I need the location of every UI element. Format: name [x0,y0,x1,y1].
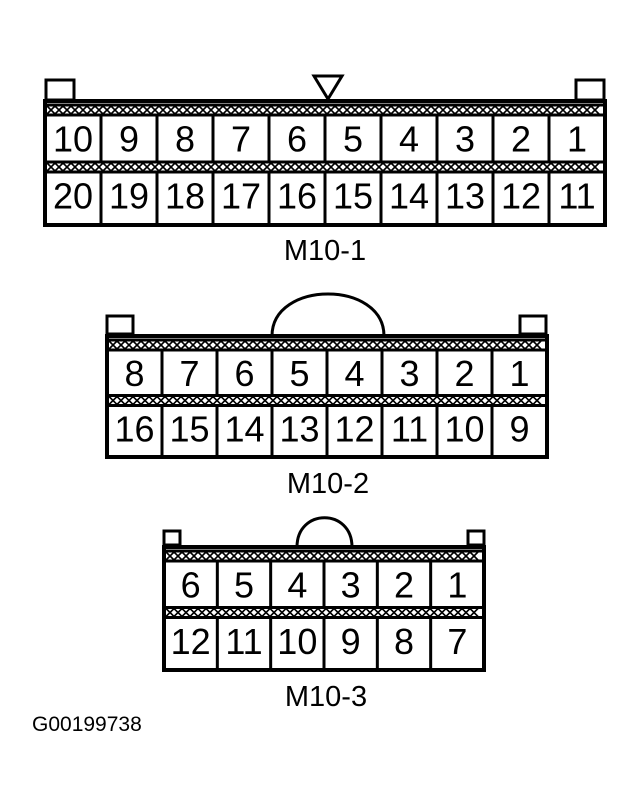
pin-number: 12 [501,176,541,217]
pin-number: 7 [231,119,251,160]
pin-number: 16 [277,176,317,217]
pin-number: 10 [444,408,484,449]
pin-number: 1 [509,353,529,394]
pin-number: 14 [224,408,264,449]
pin-number: 3 [341,564,361,605]
pin-number: 5 [289,353,309,394]
pin-number: 6 [287,119,307,160]
pin-number: 8 [124,353,144,394]
hatch-pattern [108,339,542,351]
pin-number: 10 [277,621,317,662]
pin-number: 3 [455,119,475,160]
key-arch-marker [270,292,386,337]
pin-number: 17 [221,176,261,217]
hatch-pattern [165,607,479,618]
pin-number: 15 [333,176,373,217]
pin-number: 4 [287,564,307,605]
pin-number: 13 [279,408,319,449]
separator-strip [166,607,482,618]
pin-number: 20 [53,176,93,217]
pin-number: 1 [567,119,587,160]
pin-number: 5 [234,564,254,605]
hatch-pattern [108,339,542,351]
pin-number: 15 [169,408,209,449]
latch-tab-left [162,529,182,547]
key-triangle-marker [311,74,345,102]
pin-number: 10 [53,119,93,160]
pin-number: 12 [334,408,374,449]
hatch-pattern [46,104,600,116]
pin-number: 8 [175,119,195,160]
separator-strip [109,395,545,406]
connector-label: M10-1 [284,235,366,267]
connector-label: M10-3 [285,681,367,713]
pin-number: 9 [341,621,361,662]
pin-number: 8 [394,621,414,662]
pin-number: 11 [225,621,262,662]
pin-number: 4 [399,119,419,160]
latch-tab-right [518,314,548,336]
pin-number: 6 [181,564,201,605]
pin-number: 9 [509,408,529,449]
pin-number: 2 [394,564,414,605]
separator-strip [47,105,603,115]
hatch-pattern [165,550,479,562]
pin-number: 16 [114,408,154,449]
pin-number: 13 [445,176,485,217]
pin-number: 2 [511,119,531,160]
hatch-pattern [46,161,600,173]
latch-tab-right [574,78,606,102]
pin-number: 2 [454,353,474,394]
pin-number: 11 [391,408,428,449]
key-arch-marker [295,516,354,548]
separator-strip [166,551,482,561]
pin-number: 7 [179,353,199,394]
figure-id: G00199738 [32,713,142,736]
pin-number: 5 [343,119,363,160]
connector-label: M10-2 [287,468,369,500]
hatch-pattern [108,395,542,406]
hatch-pattern [108,395,542,406]
pin-number: 11 [558,176,595,217]
separator-strip [47,162,603,172]
latch-tab-left [105,314,135,336]
pin-number: 7 [447,621,467,662]
pin-number: 4 [344,353,364,394]
pin-number: 3 [399,353,419,394]
pin-number: 6 [234,353,254,394]
pin-number: 19 [109,176,149,217]
pin-number: 14 [389,176,429,217]
pin-number: 1 [447,564,467,605]
pin-number: 12 [171,621,211,662]
latch-tab-right [466,529,486,547]
separator-strip [109,340,545,350]
pin-number: 18 [165,176,205,217]
latch-tab-left [44,78,76,102]
pin-number: 9 [119,119,139,160]
